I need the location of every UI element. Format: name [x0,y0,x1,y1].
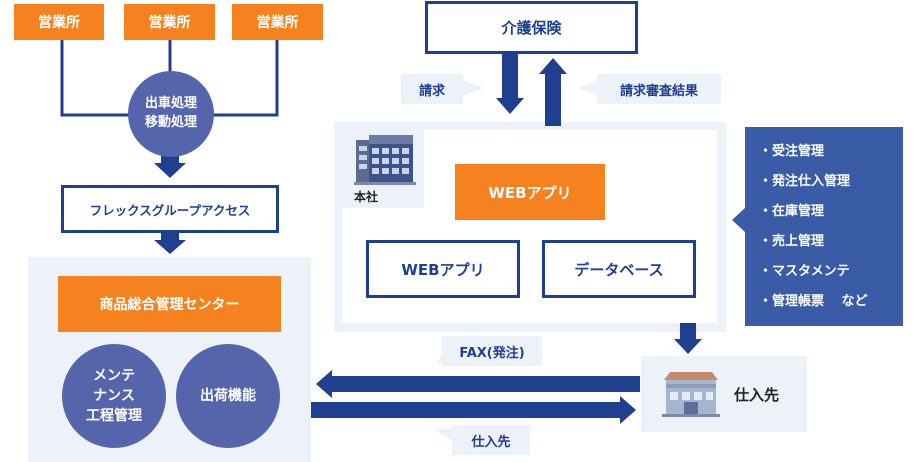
maintenance-line2: ナンス [93,387,135,404]
supplier-arrow-label: 仕入先 [452,425,530,455]
feature-item: ・発注仕入管理 [759,174,851,189]
fax-order-label: FAX(発注) [442,336,542,366]
supplier-label: 仕入先 [734,386,780,404]
web-app-main-box: WEBアプリ [455,164,605,220]
maintenance-line3: 工程管理 [86,408,142,425]
shipping-circle: 出荷機能 [176,344,280,448]
insurance-box: 介護保険 [425,1,638,54]
office-box: 営業所 [124,4,215,40]
review-result-label: 請求審査結果 [597,74,721,104]
feature-item: ・マスタメンテ [759,264,850,279]
dispatch-process-circle: 出車処理 移動処理 [128,71,214,157]
office-box: 営業所 [14,4,104,40]
headquarters-label: 本社 [354,190,379,204]
office-box: 営業所 [232,4,323,40]
shipping-label: 出荷機能 [200,387,256,404]
dispatch-process-line1: 出車処理 [144,96,197,112]
feature-list-box: ・受注管理 ・発注仕入管理 ・在庫管理 ・売上管理 ・マスタメンテ ・管理帳票 … [745,127,903,326]
flex-group-access-box: フレックスグループアクセス [61,185,279,233]
feature-item: ・在庫管理 [759,204,825,219]
feature-item: ・管理帳票 など [759,294,868,309]
dispatch-process-line2: 移動処理 [144,115,197,130]
maintenance-line1: メンテ [93,367,135,384]
feature-item: ・受注管理 [759,144,825,159]
web-app-box: WEBアプリ [366,240,520,298]
request-label: 請求 [401,74,463,104]
feature-item: ・売上管理 [759,234,825,249]
database-box: データベース [542,240,696,298]
maintenance-circle: メンテ ナンス 工程管理 [62,344,166,448]
center-title-box: 商品総合管理センター [58,276,281,332]
